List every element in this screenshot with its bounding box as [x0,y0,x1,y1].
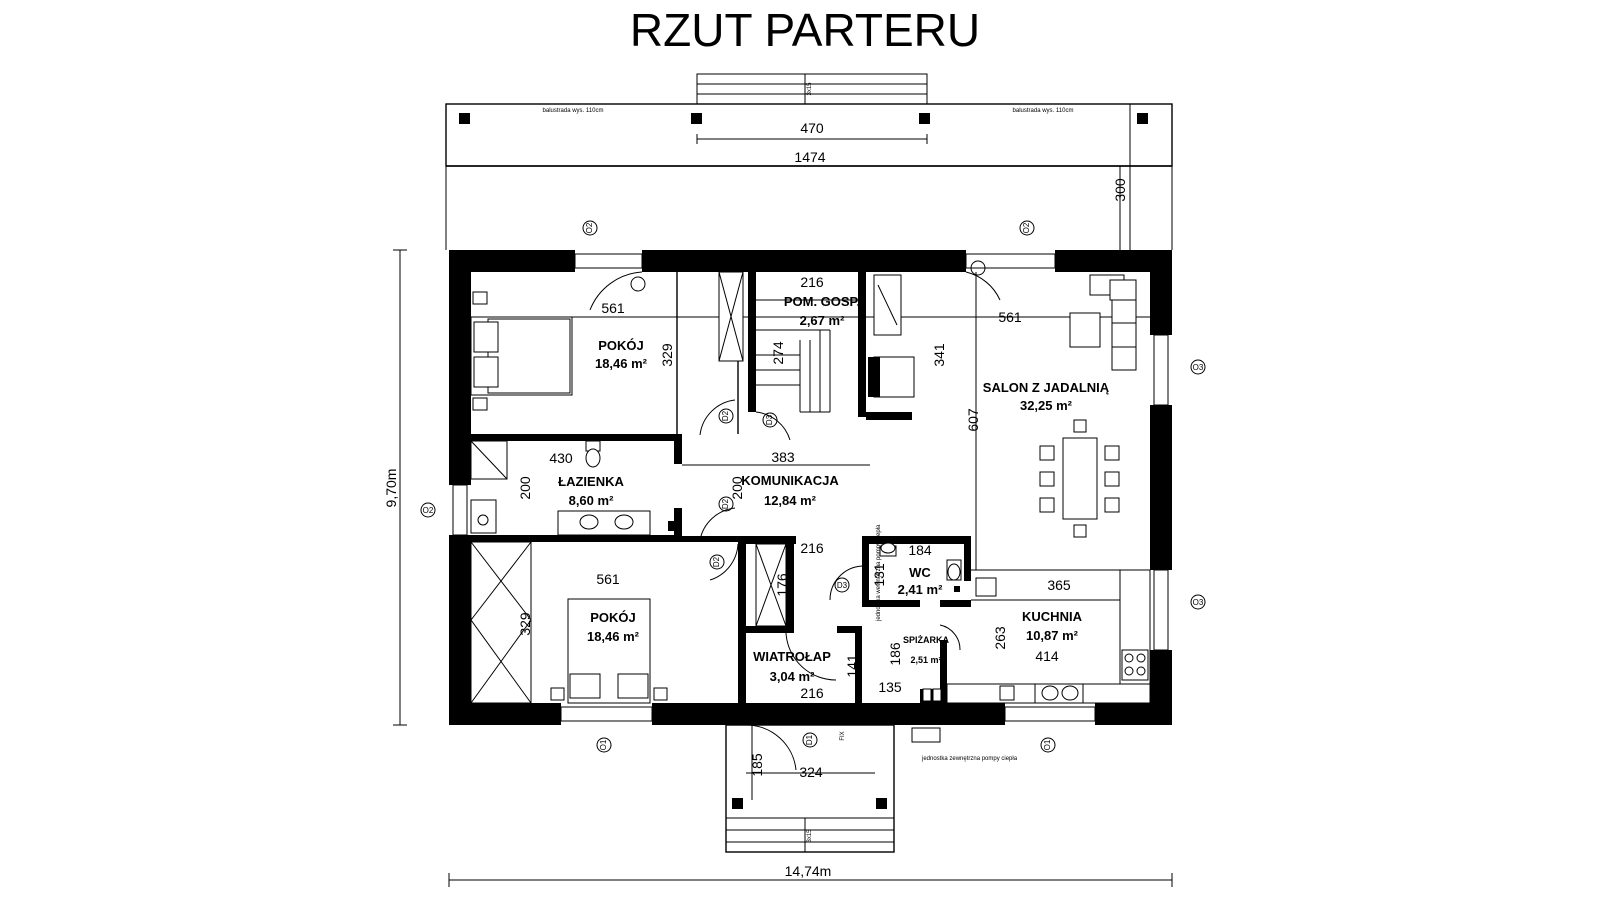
dim-room1-width: 561 [601,300,625,316]
opening-label-o3-upper: O3 [1193,363,1204,372]
room-label-pantry-area: 2,51 m² [910,655,941,665]
dim-kitchen-counter: 414 [1035,648,1059,664]
steps-note-top: 3x15 [807,82,813,96]
dim-hall-width: 383 [771,449,795,465]
dim-terrace-depth: 300 [1112,178,1128,202]
dim-pantry-height: 186 [887,642,903,666]
room-label-wc-area: 2,41 m² [898,582,943,597]
heat-pump-internal-note: jednostka wewnętrzna pompy ciepła [876,524,882,622]
wardrobe-hall [718,271,744,362]
dim-salon-h2: 607 [965,408,981,432]
opening-label-o3-lower: O3 [1193,598,1204,607]
room-label-kitchen-area: 10,87 m² [1026,628,1079,643]
room-label-bedroom1-name: POKÓJ [598,338,644,353]
windows [452,253,1169,722]
plan-title: RZUT PARTERU [630,4,980,56]
dim-porch-width: 324 [799,764,823,780]
dim-closet-height: 176 [774,573,790,597]
dim-bath-height: 200 [517,476,533,500]
door-swings [589,271,1001,771]
room-label-bedroom1-area: 18,46 m² [595,356,648,371]
dim-room2-height: 329 [517,612,533,636]
dim-room1-height: 329 [659,343,675,367]
opening-label-fix: FIX [840,731,846,740]
opening-label-o1-right: O1 [1043,739,1052,750]
room-label-hall-name: KOMUNIKACJA [741,473,839,488]
room-label-vestibule-area: 3,04 m² [770,669,815,684]
dim-overall-width: 14,74m [785,863,832,879]
room-label-kitchen-name: KUCHNIA [1022,609,1083,624]
dim-gosp-width: 216 [800,274,824,290]
dim-bath-width: 430 [549,450,573,466]
overall-dimensions [393,249,1173,887]
room-label-wc-name: WC [909,565,931,580]
opening-label-o1-left: O1 [599,739,608,750]
terrace [445,73,1173,250]
bed-room2 [470,541,668,704]
dim-kitchen-height: 263 [992,626,1008,650]
steps-note-bottom: 3x15 [807,829,813,843]
opening-label-d3-a: D3 [765,414,774,425]
dim-salon-h1: 341 [931,343,947,367]
dim-vest-width: 216 [800,685,824,701]
opening-label-o2-left: O2 [423,506,434,515]
opening-label-d2-b: D2 [721,498,730,509]
opening-label-d1: D1 [805,734,814,745]
dim-closet-width: 216 [800,540,824,556]
room-label-vestibule-name: WIATROŁAP [753,649,831,664]
heat-pump-external-note: jednostka zewnętrzna pompy ciepła [921,756,1018,762]
dim-stair-length: 274 [770,341,786,365]
dim-salon-width: 561 [998,309,1022,325]
stairs [756,299,858,413]
opening-label-d2-c: D2 [712,556,721,567]
opening-label-d3-b: D3 [837,581,848,590]
room-label-utility-area: 2,67 m² [800,313,845,328]
wc-fixtures [879,542,962,592]
room-label-hall-area: 12,84 m² [764,493,817,508]
room-label-bedroom2-area: 18,46 m² [587,629,640,644]
opening-markers [420,220,1206,753]
utility-appliances [868,274,915,398]
pantry-equipment [911,688,942,743]
room-label-bathroom-area: 8,60 m² [569,493,614,508]
dim-wc-width: 184 [908,542,932,558]
dim-porch-depth: 185 [749,753,765,777]
closet-vestibule [755,543,787,627]
dining-table [1039,419,1120,538]
room-label-bathroom-name: ŁAZIENKA [558,474,624,489]
dim-kitchen-width: 365 [1047,577,1071,593]
balustrade-note-right: balustrada wys. 110cm [1013,108,1074,114]
room-label-salon-area: 32,25 m² [1020,398,1073,413]
dim-terrace-center: 470 [800,120,824,136]
sofa-set [1069,274,1137,371]
bed-room1 [470,291,573,411]
room-label-pantry-name: SPIŻARKA [903,635,950,645]
dim-room2-width: 561 [596,571,620,587]
balustrade-note-left: balustrada wys. 110cm [543,108,604,114]
bathroom-fixtures [470,440,676,536]
dim-pantry-width: 135 [878,679,902,695]
room-label-utility-name: POM. GOSP. [784,294,860,309]
opening-label-d2-a: D2 [721,410,730,421]
opening-label-o2-top-left: O2 [585,222,594,233]
opening-label-o2-top-right: O2 [1022,222,1031,233]
kitchen-counter [946,569,1151,704]
porch [725,724,895,853]
dim-terrace-width: 1474 [794,149,825,165]
dim-hall-height: 200 [729,476,745,500]
exterior-walls [449,250,1172,725]
room-label-bedroom2-name: POKÓJ [590,610,636,625]
dim-wc-height: 131 [871,563,887,587]
dim-overall-height: 9,70m [383,469,399,508]
room-label-salon-name: SALON Z JADALNIĄ [983,380,1110,395]
dim-vest-side: 141 [844,654,860,678]
